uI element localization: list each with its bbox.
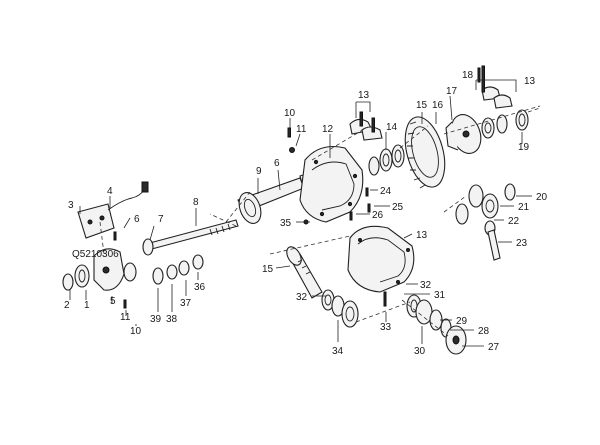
- callout-24: 24: [380, 186, 392, 197]
- callout-33: 33: [380, 322, 392, 333]
- callout-6-left: 6: [134, 214, 140, 225]
- callout-21: 21: [518, 202, 530, 213]
- callout-28: 28: [478, 326, 490, 337]
- callout-32-right: 32: [420, 280, 432, 291]
- small-bolts: [113, 67, 481, 309]
- differential-case: [445, 114, 482, 154]
- wheel-hub: [62, 248, 125, 291]
- callout-32-left: 32: [296, 292, 308, 303]
- callout-36: 36: [194, 282, 206, 293]
- callout-15-pinion: 15: [262, 264, 274, 275]
- callout-14: 14: [386, 122, 398, 133]
- callout-16: 16: [432, 100, 444, 111]
- side-bearings-right: [481, 109, 529, 139]
- callout-10-top: 10: [284, 108, 296, 119]
- callout-11-bottom: 11: [120, 312, 131, 323]
- callout-15-top: 15: [416, 100, 428, 111]
- brake-parts-left: [123, 254, 204, 285]
- callout-13-mid: 13: [416, 230, 428, 241]
- abs-sensor-assembly: [77, 181, 149, 239]
- callout-27: 27: [488, 342, 500, 353]
- callout-10-bottom: 10: [130, 326, 142, 337]
- ring-gear: [404, 116, 446, 189]
- carrier-housing: [347, 225, 415, 293]
- callout-9: 9: [256, 166, 262, 177]
- callout-3: 3: [68, 200, 74, 211]
- callout-8: 8: [193, 197, 199, 208]
- callout-39: 39: [150, 314, 162, 325]
- callout-20: 20: [536, 192, 548, 203]
- callout-2: 2: [64, 300, 70, 311]
- drive-pinion: [286, 246, 323, 299]
- carrier-bearings: [368, 144, 405, 176]
- callout-4: 4: [107, 186, 113, 197]
- callout-29: 29: [456, 316, 468, 327]
- bearing-caps-upper: [349, 111, 383, 141]
- callout-22: 22: [508, 216, 520, 227]
- callout-35: 35: [280, 218, 292, 229]
- differential-housing: [299, 145, 364, 223]
- callout-13-top: 13: [358, 90, 370, 101]
- callout-23: 23: [516, 238, 528, 249]
- callout-7: 7: [158, 214, 164, 225]
- callout-19: 19: [518, 142, 530, 153]
- callout-11-top: 11: [296, 124, 307, 135]
- diagram-code-label: Q5210306: [72, 249, 119, 260]
- callout-26: 26: [372, 210, 384, 221]
- callout-30: 30: [414, 346, 426, 357]
- callout-6-mid: 6: [274, 158, 280, 169]
- axle-shaft: [142, 219, 239, 256]
- bearing-caps-right: [481, 65, 513, 109]
- pinion-bearings: [321, 289, 359, 328]
- callout-5: 5: [110, 296, 116, 307]
- assembly-centerlines: [99, 105, 541, 337]
- callout-13-right: 13: [524, 76, 536, 87]
- callout-18: 18: [462, 70, 474, 81]
- callout-17: 17: [446, 86, 458, 97]
- side-gear-set: [455, 183, 516, 261]
- callout-1: 1: [84, 300, 90, 311]
- callout-37: 37: [180, 298, 192, 309]
- callout-12: 12: [322, 124, 334, 135]
- callout-labels: Q5210306 1 2 3 4 5 6 6 7 8 9 10 10 11 11…: [64, 70, 548, 357]
- callout-31: 31: [434, 290, 446, 301]
- callout-34: 34: [332, 346, 344, 357]
- callout-38: 38: [166, 314, 178, 325]
- callout-25: 25: [392, 202, 404, 213]
- leader-lines: [69, 79, 532, 347]
